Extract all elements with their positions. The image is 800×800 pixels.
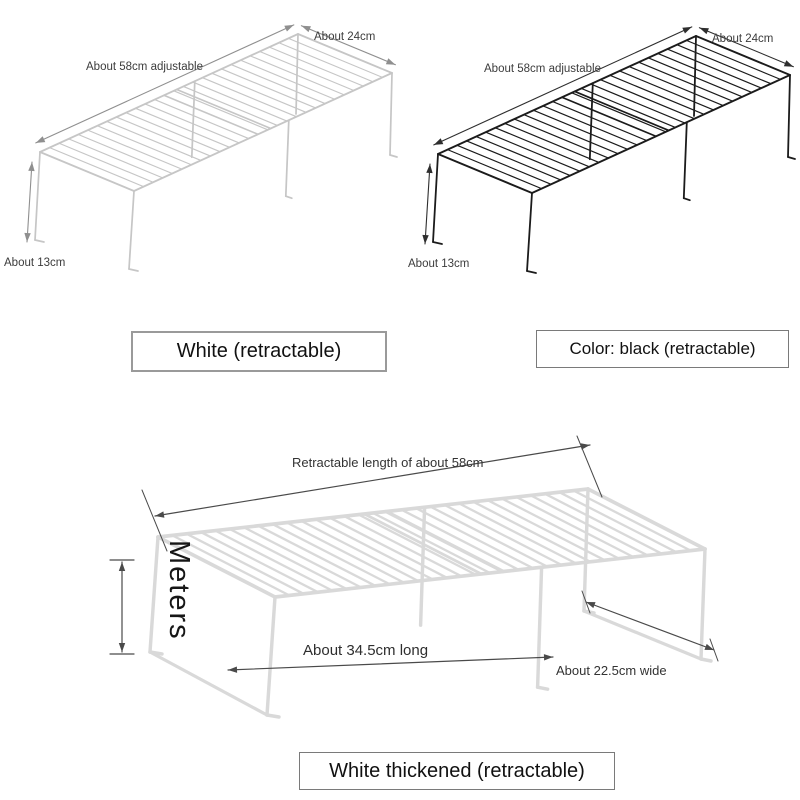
bottom-label-box: White thickened (retractable): [299, 752, 615, 790]
white-depth-dimension-text: About 24cm: [314, 31, 376, 43]
white-label-box: White (retractable): [131, 331, 387, 372]
bottom-retract-length-text: Retractable length of about 58cm: [292, 455, 484, 470]
black-length-dimension-text: About 58cm adjustable: [484, 63, 601, 75]
white-height-dimension-text: About 13cm: [4, 257, 66, 269]
bottom-length-dimension-text: About 34.5cm long: [303, 642, 429, 659]
dimension-annotations: [24, 24, 794, 673]
bottom-height-label-text: Meters: [163, 540, 195, 641]
black-label-box: Color: black (retractable): [536, 330, 789, 368]
bottom-width-dimension-text: About 22.5cm wide: [556, 663, 667, 678]
black-rack-drawing: [432, 35, 796, 274]
bottom-rack-drawing: [148, 487, 713, 719]
black-depth-dimension-text: About 24cm: [712, 33, 774, 45]
black-label-text: Color: black (retractable): [569, 339, 756, 358]
white-rack-drawing: [34, 33, 398, 272]
white-label-text: White (retractable): [176, 340, 342, 362]
white-length-dimension-text: About 58cm adjustable: [86, 61, 203, 73]
black-height-dimension-text: About 13cm: [408, 258, 470, 270]
bottom-label-text: White thickened (retractable): [329, 759, 585, 782]
